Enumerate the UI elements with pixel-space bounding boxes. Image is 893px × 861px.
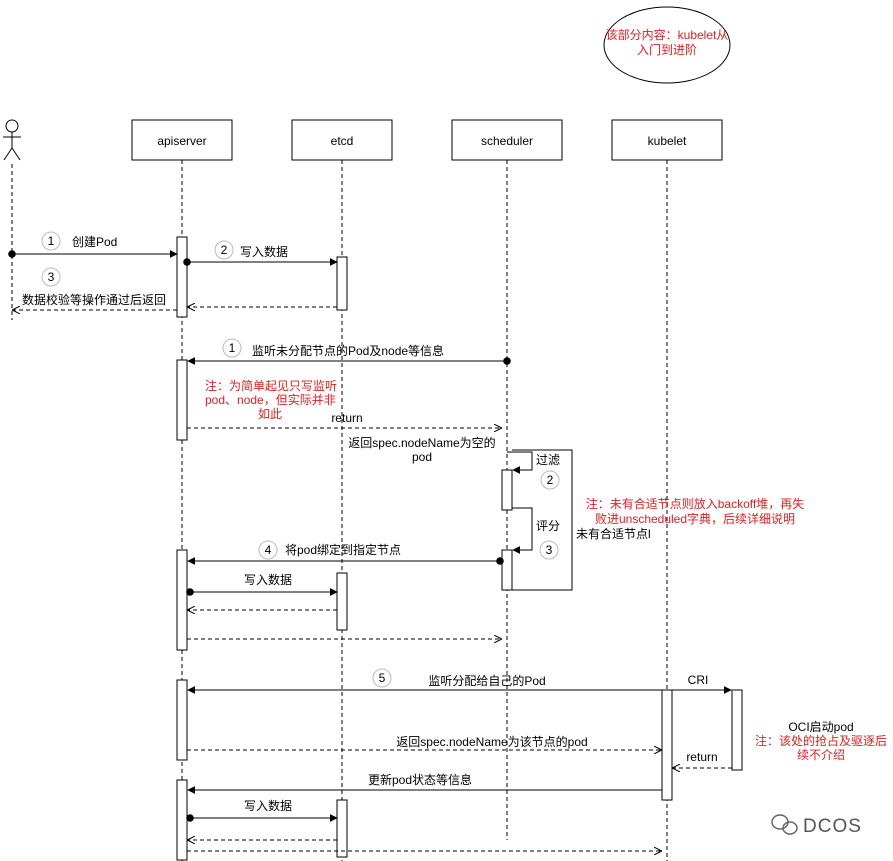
apiserver-activation-1 — [176, 236, 188, 318]
scheduler-activation-filter — [501, 469, 513, 511]
return-empty-node-line2: pod — [412, 450, 432, 464]
update-status-label: 更新pod状态等信息 — [368, 772, 472, 787]
step-badge — [41, 231, 61, 251]
etcd-activation-3 — [336, 799, 348, 858]
apiserver-activation-2 — [176, 359, 188, 441]
kubelet-activation-1 — [661, 689, 673, 801]
return-label: return — [331, 411, 362, 425]
note-backoff-line2: 败进unscheduled字典，后续详细说明 — [595, 511, 795, 526]
watch-step-1-number: 1 — [229, 341, 236, 355]
step-badge — [41, 267, 61, 287]
step-badge — [539, 540, 559, 560]
participant-etcd-label: etcd — [331, 134, 354, 148]
etcd-activation-2 — [336, 572, 348, 631]
participant-scheduler-label: scheduler — [481, 134, 533, 148]
no-suitable-node-label: 未有合适节点l — [576, 526, 651, 541]
score-step-number: 3 — [546, 543, 553, 557]
scope-note-line1: 该部分内容：kubelet从 — [606, 27, 729, 42]
watermark-text: DCOS — [803, 816, 862, 837]
validate-return-label: 数据校验等操作通过后返回 — [22, 292, 166, 307]
note-preempt-line1: 注：该处的抢占及驱逐后 — [755, 733, 887, 748]
step-2-number: 2 — [221, 243, 228, 257]
watch-unassigned-label: 监听未分配节点的Pod及node等信息 — [252, 343, 444, 358]
step-badge — [540, 470, 560, 490]
step-badge — [258, 540, 278, 560]
cri-return-label: return — [686, 750, 717, 764]
watch-assigned-label: 监听分配给自己的Pod — [428, 673, 545, 688]
apiserver-activation-4 — [176, 679, 188, 761]
score-self-arrow — [512, 507, 533, 554]
participant-kubelet: kubelet — [611, 119, 723, 161]
user-actor-icon — [3, 119, 21, 161]
filter-self-arrow — [507, 451, 533, 474]
apiserver-activation-3 — [176, 549, 188, 651]
scope-note-ellipse — [603, 6, 731, 84]
note-simplified-line3: 如此 — [258, 406, 282, 421]
step-3-number: 3 — [48, 270, 55, 284]
participant-apiserver: apiserver — [131, 119, 233, 161]
return-empty-node-line1: 返回spec.nodeName为空的 — [348, 435, 495, 450]
create-pod-label: 创建Pod — [72, 235, 117, 249]
step-badge — [214, 240, 234, 260]
participant-scheduler: scheduler — [451, 119, 563, 161]
return-node-pod-label: 返回spec.nodeName为该节点的pod — [396, 734, 587, 749]
wechat-logo-icon — [771, 814, 798, 835]
write-data-label-3: 写入数据 — [244, 798, 292, 813]
bind-step-number: 4 — [265, 543, 272, 557]
activation-bars — [176, 236, 743, 861]
step-1-number: 1 — [48, 234, 55, 248]
filter-step-number: 2 — [547, 473, 554, 487]
cri-label: CRI — [688, 673, 709, 687]
participant-etcd: etcd — [291, 119, 393, 161]
scheduler-activation-score — [501, 549, 513, 591]
filter-label: 过滤 — [536, 453, 560, 467]
step-badge — [222, 338, 242, 358]
score-label: 评分 — [536, 519, 560, 533]
write-data-label-1: 写入数据 — [240, 244, 288, 259]
note-simplified-line1: 注：为简单起见只写监听 — [205, 378, 337, 393]
write-data-label-2: 写入数据 — [244, 572, 292, 587]
participant-apiserver-label: apiserver — [157, 134, 206, 148]
etcd-activation-1 — [336, 256, 348, 311]
apiserver-activation-5 — [176, 779, 188, 861]
kubelet-cri-activation — [731, 689, 743, 771]
note-backoff-line1: 注：未有合适节点则放入backoff堆，再失 — [586, 496, 804, 511]
step-badge — [372, 668, 392, 688]
participant-kubelet-label: kubelet — [648, 134, 687, 148]
scope-note-line2: 入门到进阶 — [637, 42, 697, 57]
scheduler-loop-frame — [512, 449, 573, 591]
kubelet-step-number: 5 — [379, 671, 386, 685]
oci-start-label: OCI启动pod — [788, 720, 853, 734]
bind-pod-label: 将pod绑定到指定节点 — [285, 542, 401, 557]
note-preempt-line2: 续不介绍 — [797, 748, 845, 762]
note-simplified-line2: pod、node，但实际并非 — [205, 392, 336, 407]
